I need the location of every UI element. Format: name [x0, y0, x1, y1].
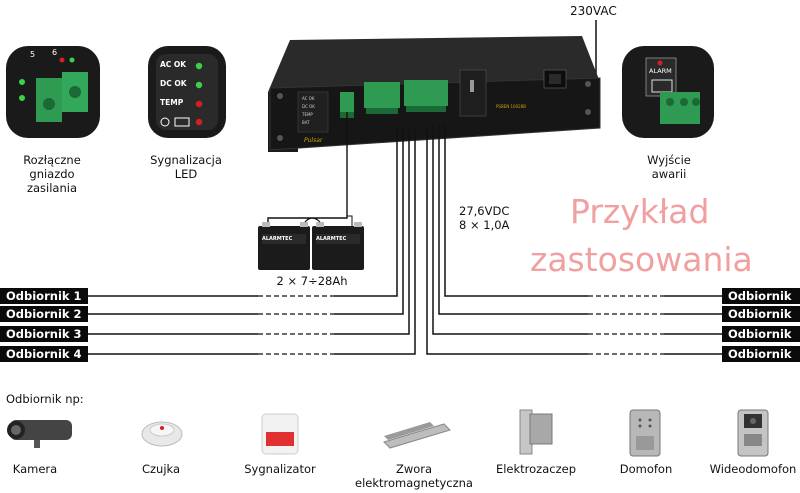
svg-text:PSBEN 10028B: PSBEN 10028B [496, 104, 526, 109]
led-panel-photo [148, 46, 226, 138]
alarm-tag: ALARM [649, 67, 672, 75]
receiver-plate-2: Odbiornik 2 [0, 306, 88, 322]
power-input-label: 230VAC [570, 4, 617, 18]
battery-caption: 2 × 7÷28Ah [276, 274, 348, 288]
led-caption: Sygnalizacja LED [150, 153, 222, 181]
led-ac-ok: AC OK [160, 60, 187, 69]
door-strike-icon [519, 409, 553, 455]
example-door-strike: Elektrozaczep [495, 462, 577, 476]
example-intercom: Domofon [619, 462, 673, 476]
electromagnet-icon [383, 422, 451, 449]
example-detector: Czujka [141, 462, 181, 476]
svg-text:TEMP: TEMP [301, 112, 313, 117]
led-dc-ok: DC OK [160, 79, 187, 88]
receiver-plate-4: Odbiornik 4 [0, 346, 88, 362]
example-electromagnet: Zwora elektromagnetyczna [355, 462, 473, 490]
socket-caption: Rozłączne gniazdo zasilania [23, 153, 81, 195]
siren-icon [261, 413, 299, 455]
example-video-intercom: Wideodomofon [709, 462, 797, 476]
intercom-icon [629, 409, 661, 457]
smoke-detector-icon [141, 421, 183, 447]
video-intercom-icon [737, 409, 769, 457]
battery-brand-1: ALARMTEC [262, 236, 293, 242]
receiver-plate-3: Odbiornik 3 [0, 326, 88, 342]
output-current: 8 × 1,0A [459, 218, 510, 232]
svg-text:BAT: BAT [302, 120, 310, 125]
receiver-plate-7: Odbiornik 7 [722, 306, 800, 337]
example-camera: Kamera [12, 462, 58, 476]
alarm-output-photo [622, 46, 714, 138]
battery-brand-2: ALARMTEC [316, 236, 347, 242]
socket-photo [6, 46, 100, 138]
examples-title: Odbiornik np: [6, 392, 84, 406]
socket-pin-6: 6 [52, 48, 58, 57]
receiver-plate-8: Odbiornik 8 [722, 288, 800, 319]
batteries [258, 217, 364, 270]
power-supply-unit: AC OK DC OK TEMP BAT Pulsar PSBEN 10028B [268, 36, 601, 152]
example-siren: Sygnalizator [244, 462, 316, 476]
camera-icon [7, 420, 72, 448]
receiver-plate-5: Odbiornik 5 [722, 346, 800, 377]
watermark-line-2: zastosowania [530, 240, 753, 279]
svg-text:AC OK: AC OK [302, 96, 315, 101]
led-temp: TEMP [160, 98, 184, 107]
receiver-plate-1: Odbiornik 1 [0, 288, 88, 304]
svg-text:Pulsar: Pulsar [304, 137, 323, 144]
output-voltage: 27,6VDC [459, 204, 510, 218]
socket-pin-5: 5 [30, 50, 36, 59]
watermark-line-1: Przykład [570, 192, 710, 231]
svg-text:DC OK: DC OK [302, 104, 315, 109]
alarm-caption: Wyjście awarii [647, 153, 691, 181]
receiver-plate-6: Odbiornik 6 [722, 326, 800, 357]
output-spec: 27,6VDC 8 × 1,0A [459, 204, 509, 232]
